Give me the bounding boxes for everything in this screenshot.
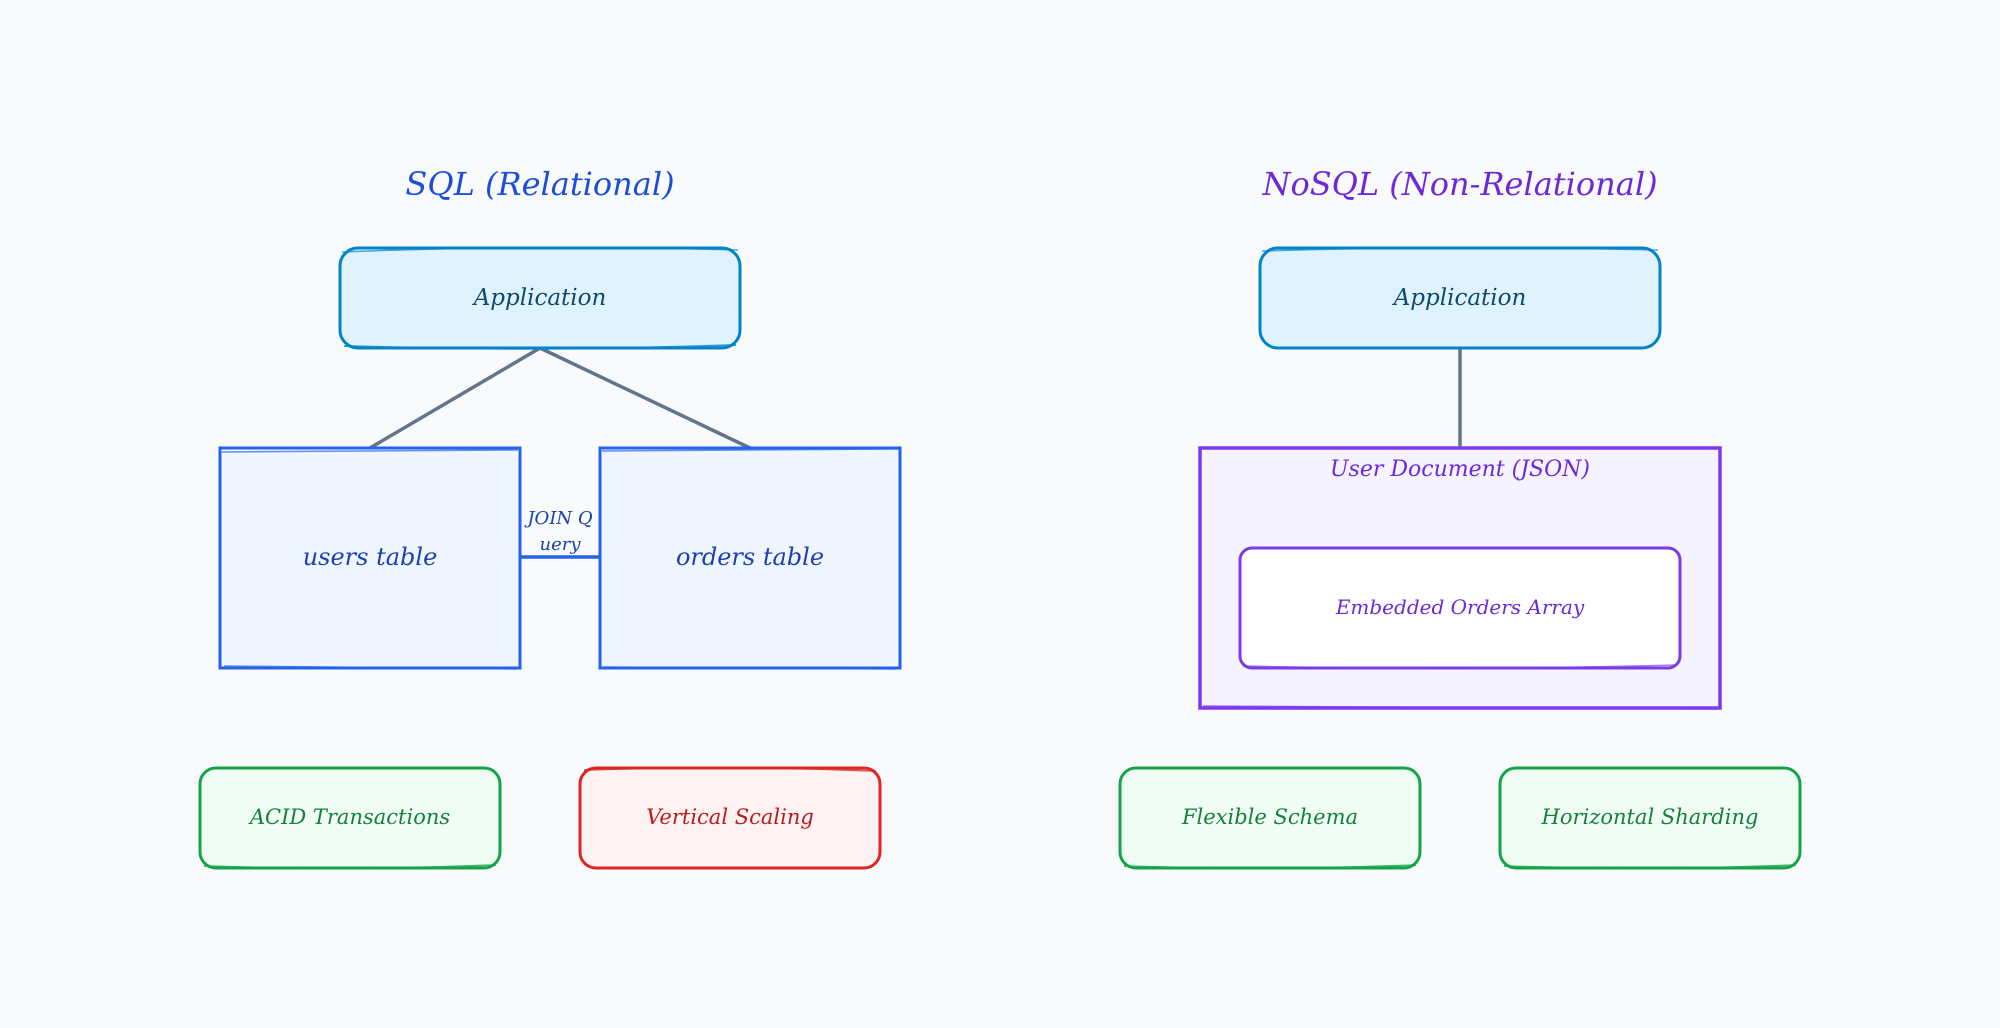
embedded-orders-label: Embedded Orders Array xyxy=(1335,595,1585,619)
users-table-label: users table xyxy=(303,543,438,571)
sql-application-label: Application xyxy=(472,285,607,311)
join-label-line1: JOIN Q xyxy=(523,508,593,529)
trait-flexible-schema: Flexible Schema xyxy=(1118,766,1422,870)
users-table-box: users table xyxy=(218,446,522,670)
trait-horizontal-sharding: Horizontal Sharding xyxy=(1498,766,1802,870)
sql-application-box: Application xyxy=(338,246,742,350)
sql-title: SQL (Relational) xyxy=(405,165,674,203)
trait-acid-transactions: ACID Transactions xyxy=(198,766,502,870)
orders-table-box: orders table xyxy=(598,446,902,670)
user-document-label: User Document (JSON) xyxy=(1330,457,1590,482)
user-document-box: User Document (JSON) Embedded Orders Arr… xyxy=(1198,446,1722,710)
orders-table-label: orders table xyxy=(676,543,824,571)
trait-flexible-label: Flexible Schema xyxy=(1181,805,1358,829)
nosql-application-box: Application xyxy=(1258,246,1662,350)
app-to-users-connector xyxy=(368,346,542,450)
nosql-application-label: Application xyxy=(1392,285,1527,311)
app-to-orders-connector xyxy=(538,346,752,450)
nosql-title: NoSQL (Non-Relational) xyxy=(1261,165,1657,203)
join-label-line2: uery xyxy=(539,534,581,555)
trait-vertical-label: Vertical Scaling xyxy=(646,805,814,829)
trait-acid-label: ACID Transactions xyxy=(248,805,451,829)
trait-horizontal-label: Horizontal Sharding xyxy=(1541,805,1759,829)
embedded-orders-box: Embedded Orders Array xyxy=(1238,546,1682,670)
trait-vertical-scaling: Vertical Scaling xyxy=(578,766,882,870)
